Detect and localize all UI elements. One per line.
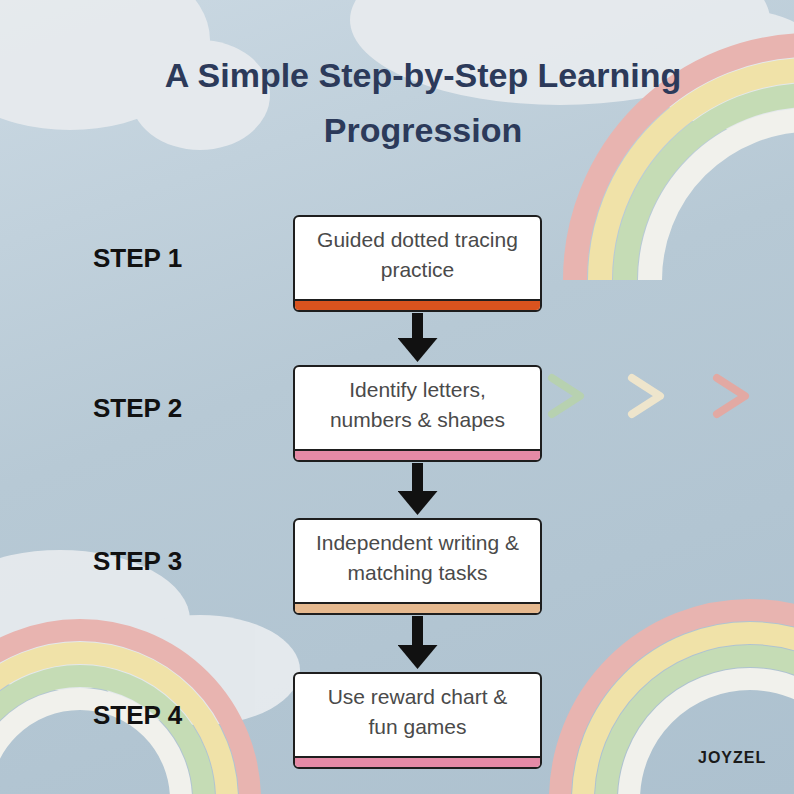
chevron [632,378,660,414]
flow-arrow [412,463,423,491]
chevron [552,378,580,414]
rainbow-bottom-left [0,630,250,794]
step-label: STEP 3 [93,546,182,577]
chevron [717,378,745,414]
step-text: Independent writing & matching tasks [313,528,523,588]
step-text: Guided dotted tracing practice [313,225,523,285]
rainbow-band [560,610,794,794]
text-wrap: Use reward chart & fun games [313,674,523,742]
color-strip [295,299,540,310]
step-label: STEP 1 [93,243,182,274]
rainbow-band [600,70,794,280]
step-text: Identify letters, numbers & shapes [313,375,523,435]
process-box: Identify letters, numbers & shapes [293,365,542,462]
chevrons [552,378,745,414]
process-box: Use reward chart & fun games [293,672,542,769]
color-strip [295,756,540,767]
text-wrap: Identify letters, numbers & shapes [313,367,523,435]
rainbow-band [0,676,204,794]
brand-watermark: JOYZEL [698,749,766,767]
color-strip [295,449,540,460]
process-box: Guided dotted tracing practice [293,215,542,312]
rainbow-band [625,95,794,280]
rainbow-band [0,630,250,794]
rainbow-bottom-right [560,610,794,794]
process-box: Independent writing & matching tasks [293,518,542,615]
flow-arrow [412,616,423,645]
rainbow-band [629,679,794,794]
text-wrap: Independent writing & matching tasks [313,520,523,588]
step-text: Use reward chart & fun games [313,682,523,742]
rainbow-band [650,120,794,280]
rainbow-band [606,656,794,794]
color-strip [295,602,540,613]
diagram-title: A Simple Step-by-Step Learning Progressi… [83,48,763,158]
step-label: STEP 2 [93,393,182,424]
flow-arrow [412,313,423,338]
rainbow-band [0,653,227,794]
rainbow-band [583,633,794,794]
text-wrap: Guided dotted tracing practice [313,217,523,285]
step-label: STEP 4 [93,700,182,731]
